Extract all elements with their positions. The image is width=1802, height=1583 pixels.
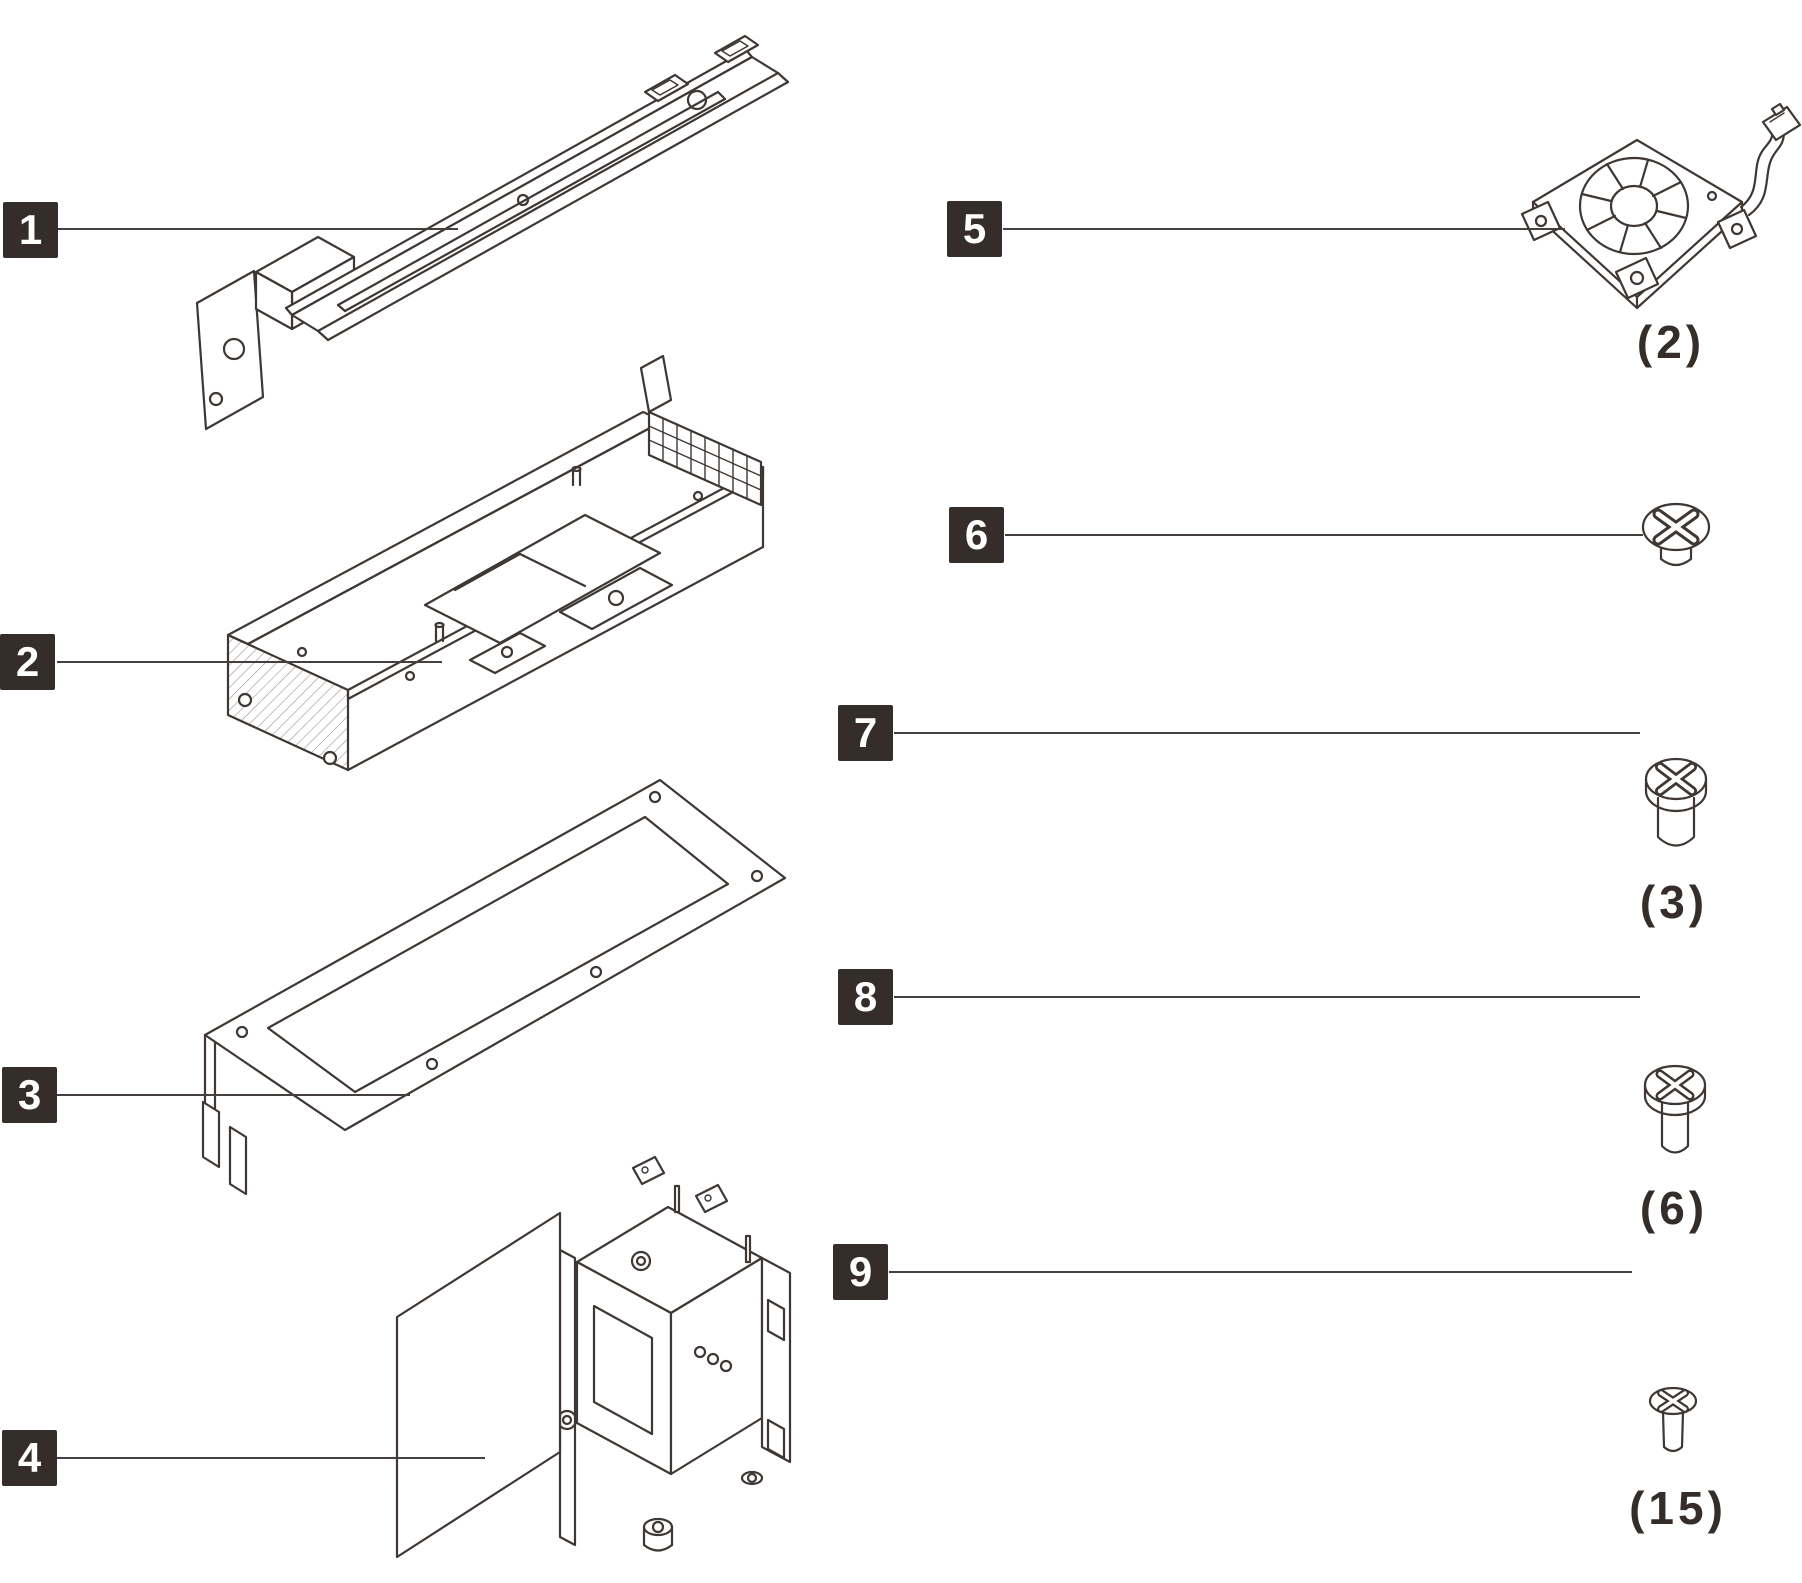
callout-4: 4 xyxy=(2,1430,57,1486)
callout-1: 1 xyxy=(3,202,58,258)
callout-7: 7 xyxy=(838,705,893,761)
part-8-screw-illustration xyxy=(1643,1064,1707,1154)
part-3-cover-illustration xyxy=(201,778,787,1196)
part-4-module-illustration xyxy=(395,1155,792,1559)
part-2-cage-assembly-illustration xyxy=(226,354,765,772)
callout-9: 9 xyxy=(833,1244,888,1300)
part-5-fan-illustration xyxy=(1520,102,1802,310)
leader-line-6 xyxy=(1005,534,1643,536)
leader-line-2 xyxy=(57,661,442,663)
leader-line-3 xyxy=(57,1094,410,1096)
leader-line-1 xyxy=(58,228,458,230)
leader-line-9 xyxy=(889,1271,1632,1273)
part-6-screw-illustration xyxy=(1641,502,1711,567)
leader-line-5 xyxy=(1003,228,1565,230)
leader-line-4 xyxy=(57,1457,485,1459)
quantity-label-7: (3) xyxy=(1639,876,1709,928)
quantity-label-8: (6) xyxy=(1639,1182,1709,1234)
part-7-screw-illustration xyxy=(1644,757,1708,847)
callout-6: 6 xyxy=(949,507,1004,563)
callout-3: 3 xyxy=(2,1067,57,1123)
callout-8: 8 xyxy=(838,969,893,1025)
leader-line-7 xyxy=(894,732,1640,734)
callout-5: 5 xyxy=(947,201,1002,257)
callout-2: 2 xyxy=(0,634,55,690)
leader-line-8 xyxy=(894,996,1640,998)
part-1-riser-bracket-illustration xyxy=(195,34,790,431)
quantity-label-9: (15) xyxy=(1629,1482,1727,1534)
quantity-label-5: (2) xyxy=(1636,316,1706,368)
part-9-screw-illustration xyxy=(1648,1386,1698,1453)
